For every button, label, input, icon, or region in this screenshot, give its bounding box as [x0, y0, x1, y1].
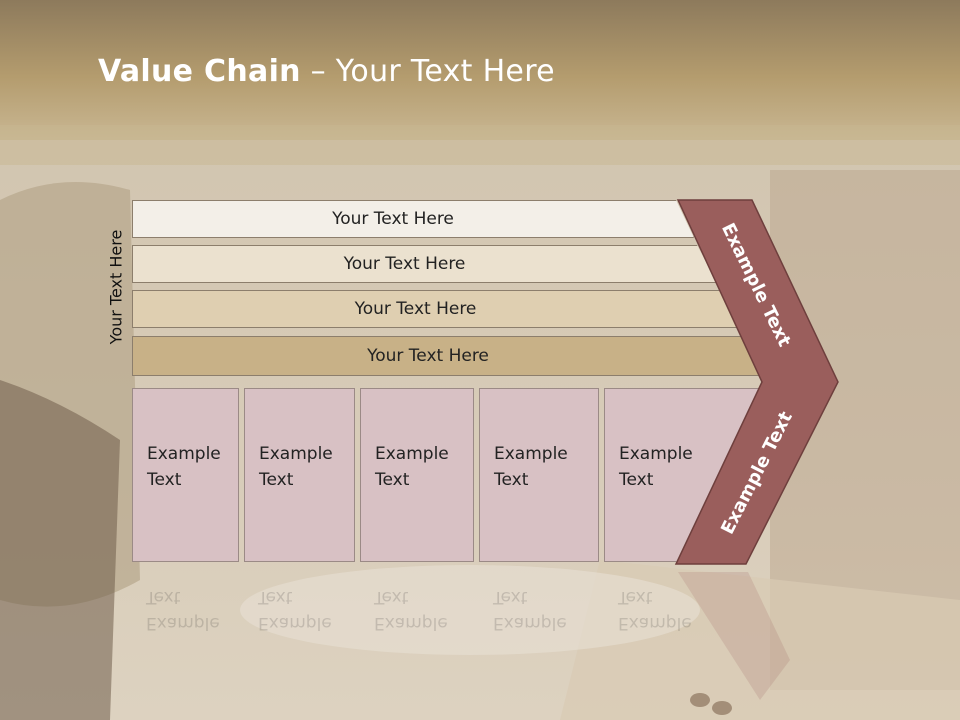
bar-3-label: Your Text Here: [354, 299, 477, 319]
activity-column-1: Example Text: [132, 388, 239, 562]
page-title: Value Chain – Your Text Here: [98, 54, 555, 89]
bar-4-label: Your Text Here: [367, 346, 489, 366]
bar-2-label: Your Text Here: [343, 254, 466, 274]
column-1-line1: Example: [147, 444, 221, 464]
title-rest: – Your Text Here: [300, 54, 555, 89]
column-4-line2: Text: [494, 470, 529, 490]
column-3-line2: Text: [375, 470, 410, 490]
activity-column-3: Example Text: [360, 388, 474, 562]
column-5-line2: Text: [619, 470, 654, 490]
column-2-line2: Text: [259, 470, 294, 490]
value-chain-bar-1: Your Text Here: [132, 200, 694, 238]
column-3-line1: Example: [375, 444, 449, 464]
column-4-line1: Example: [494, 444, 568, 464]
value-chain-bar-2: Your Text Here: [132, 245, 717, 283]
activity-column-2: Example Text: [244, 388, 355, 562]
title-bold: Value Chain: [98, 54, 301, 89]
activity-column-4: Example Text: [479, 388, 599, 562]
column-1-line2: Text: [147, 470, 182, 490]
value-chain-bar-3: Your Text Here: [132, 290, 739, 328]
column-5-line1: Example: [619, 444, 693, 464]
value-chain-bar-4: Your Text Here: [132, 336, 764, 376]
side-label: Your Text Here: [106, 229, 126, 345]
column-2-line1: Example: [259, 444, 333, 464]
bar-1-label: Your Text Here: [332, 209, 454, 229]
